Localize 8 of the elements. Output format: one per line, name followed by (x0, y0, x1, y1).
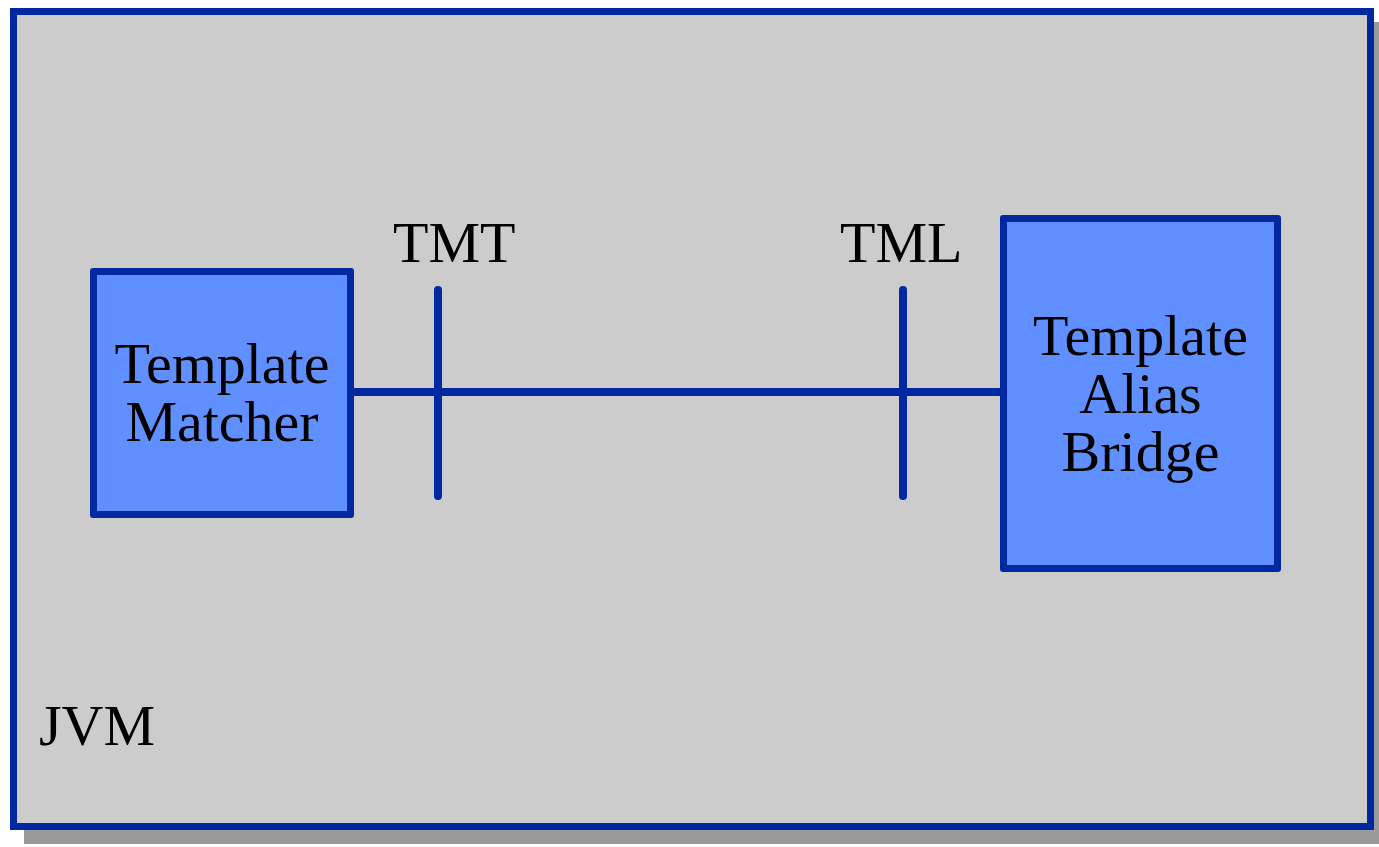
box-label: Template Alias Bridge (1032, 306, 1249, 481)
component-box (1000, 215, 1281, 572)
component-box (90, 268, 354, 518)
box-label: Template Matcher (113, 335, 331, 451)
box-label: JVM (39, 697, 156, 755)
interface-label: TML (840, 214, 963, 272)
interface-label: TMT (393, 214, 516, 272)
connector-line (354, 388, 1000, 396)
